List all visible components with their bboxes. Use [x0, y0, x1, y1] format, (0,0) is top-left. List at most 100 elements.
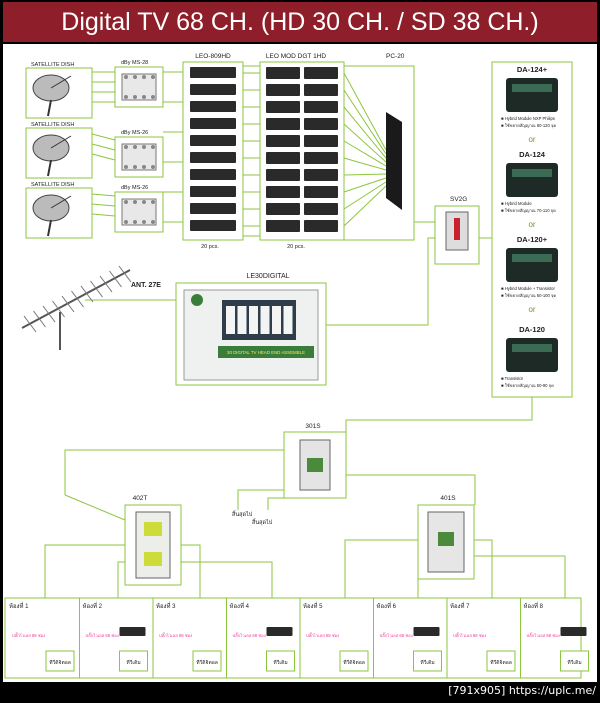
multiswitch-port: [142, 200, 146, 204]
receiver-unit: [190, 135, 236, 146]
set-top-box: [413, 627, 440, 636]
dish-arm: [50, 195, 72, 209]
sv2g-label: SV2G: [450, 196, 467, 203]
antenna-element: [23, 315, 37, 333]
modulator-unit: [304, 84, 338, 96]
splitter-301s-logo: [307, 458, 323, 472]
multiswitch-port: [133, 145, 137, 149]
cable-line: [343, 157, 387, 171]
cable-line: [91, 203, 116, 207]
amplifier-name: DA-124: [519, 150, 546, 159]
room-name: ห้องที่ 8: [524, 602, 544, 610]
multiswitch-port: [124, 200, 128, 204]
multiswitch-icon: [121, 73, 157, 101]
cable-line: [343, 123, 387, 163]
tv-label: ทีวีเดิม: [567, 659, 581, 666]
le30-module: [226, 306, 235, 334]
multiswitch-icon: [121, 143, 157, 171]
room-outlet-label: ปลั๊กไวเลส 68 ช่อง: [12, 632, 45, 638]
antenna-element: [90, 280, 103, 298]
tv-frame: [560, 650, 589, 672]
modulator-unit: [304, 118, 338, 130]
set-top-box: [560, 627, 587, 636]
multiswitch-port: [151, 145, 155, 149]
sv2g-mark: [454, 218, 460, 240]
receiver-unit: [190, 220, 236, 231]
combiner-bus-line: [344, 65, 415, 241]
antenna-element: [118, 265, 132, 283]
amplifier-feature: ■ Hybrid Module: [501, 201, 532, 206]
cable-line: [91, 153, 116, 161]
modulator-unit: [266, 84, 300, 96]
multiswitch-port: [151, 95, 155, 99]
antenna-element: [99, 275, 113, 293]
le30-label: LE30DIGITAL: [246, 273, 289, 280]
multiswitch-port: [142, 165, 146, 169]
cable-line: [344, 539, 418, 600]
amplifier-feature: ■ Hybrid Module NXP Philips: [501, 116, 555, 121]
cable-line: [326, 237, 435, 326]
multiswitch-port: [124, 95, 128, 99]
modulator-unit: [304, 67, 338, 79]
amplifier-name: DA-120: [519, 325, 545, 334]
multiswitch-port: [124, 145, 128, 149]
dish-arm: [50, 75, 72, 89]
antenna-element: [52, 300, 65, 318]
receiver-unit: [190, 203, 236, 214]
cable-line: [91, 133, 116, 141]
tv-frame: [486, 650, 516, 672]
multiswitch-port: [142, 95, 146, 99]
receiver-unit: [190, 169, 236, 180]
cable-line: [343, 173, 387, 176]
receiver-unit: [190, 101, 236, 112]
room-name: ห้องที่ 6: [377, 602, 397, 610]
multiswitch-label: dBy MS-26: [121, 130, 148, 136]
multiswitch-port: [133, 95, 137, 99]
amplifier-feature: ■ ใช้ขยายสัญญาณ 80-120 จุด: [501, 122, 556, 129]
modulator-unit: [266, 101, 300, 113]
room-name: ห้องที่ 5: [303, 602, 323, 610]
combiner-label: PC-20: [386, 53, 405, 60]
multiswitch-port: [133, 165, 137, 169]
antenna-element: [109, 270, 122, 288]
room-outlet-label: ปลั๊กไวเลส 68 ช่อง: [453, 632, 486, 638]
le30-module: [260, 306, 270, 334]
modulator-unit: [304, 101, 338, 113]
modulator-unit: [304, 135, 338, 147]
multiswitch-port: [124, 220, 128, 224]
modulator-unit: [266, 67, 300, 79]
cable-line: [343, 89, 387, 155]
multiswitch-port: [133, 200, 137, 204]
tap-402t-label: 402T: [133, 495, 148, 502]
antenna-element: [80, 285, 94, 303]
amplifier-panel: [512, 254, 552, 262]
modulator-unit: [266, 186, 300, 198]
amplifier-name: DA-124+: [517, 65, 548, 74]
amplifier-panel: [512, 344, 552, 352]
multiswitch-label: dBy MS-28: [121, 60, 148, 66]
satellite-dish-label: SATELLITE DISH: [31, 62, 74, 68]
amplifier-feature: ■ Transistor: [501, 376, 524, 381]
cable-line: [91, 143, 116, 151]
modulator-unit: [304, 152, 338, 164]
le30-module: [237, 306, 247, 334]
cable-line: [343, 72, 387, 151]
cable-line: [181, 544, 201, 600]
spare-output-label: สิ้นสุดไป: [251, 518, 272, 526]
room-outlet-label: ปลั๊กไวเลส 68 ช่อง: [527, 632, 560, 638]
dish-arm: [50, 135, 72, 149]
multiswitch-port: [151, 220, 155, 224]
set-top-box: [119, 627, 146, 636]
room-name: ห้องที่ 7: [450, 602, 470, 610]
le30-logo: [191, 294, 203, 306]
modulator-unit: [266, 152, 300, 164]
modulator-label: LEO MOD DGT 1HD: [266, 53, 327, 60]
cable-line: [44, 544, 125, 600]
room-outlet-label: ปลั๊กไวเลส 68 ช่อง: [233, 632, 266, 638]
cable-line: [91, 213, 116, 217]
cable-line: [267, 497, 308, 510]
antenna-element: [33, 310, 46, 328]
le30-front-text: 30 DIGITAL TV HEAD END ASSEMBLE: [227, 350, 305, 355]
